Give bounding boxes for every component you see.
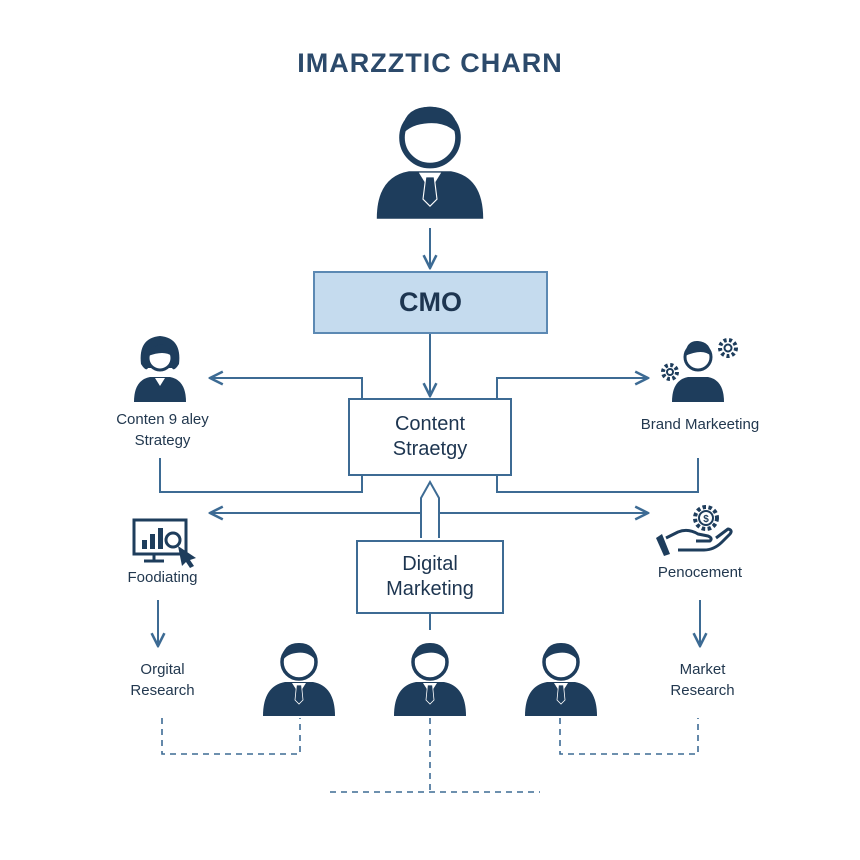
foodiating-label: Foodiating <box>127 569 198 586</box>
cmo-box[interactable]: CMO <box>313 271 548 334</box>
content-strategy-label: Content Straetgy <box>392 413 468 460</box>
market-research-label: Market Research <box>670 661 735 699</box>
digital-marketing-box[interactable]: Digital Marketing <box>356 540 504 614</box>
team-member-icon <box>394 643 466 716</box>
content-left-label: Conten 9 aley Strategy <box>116 411 209 449</box>
dashed-link-left <box>161 718 301 755</box>
chart-title: IMARZZTIC CHARN <box>297 48 563 78</box>
team-member-icon <box>525 643 597 716</box>
dashed-link-right <box>559 718 699 755</box>
penocement-label: Penocement <box>657 564 743 581</box>
cmo-label: CMO <box>399 287 462 317</box>
brand-marketing-label: Brand Markeeting <box>640 416 760 433</box>
svg-text:$: $ <box>703 514 709 525</box>
orgital-research-label: Orgital Research <box>130 661 195 699</box>
team-member-icon <box>263 643 335 716</box>
line-brand-frame <box>496 458 699 493</box>
digital-marketing-label: Digital Marketing <box>386 553 474 600</box>
line-content-left-frame <box>159 458 363 493</box>
content-strategy-box[interactable]: Content Straetgy <box>348 398 512 476</box>
line-spine-digital <box>420 479 440 538</box>
